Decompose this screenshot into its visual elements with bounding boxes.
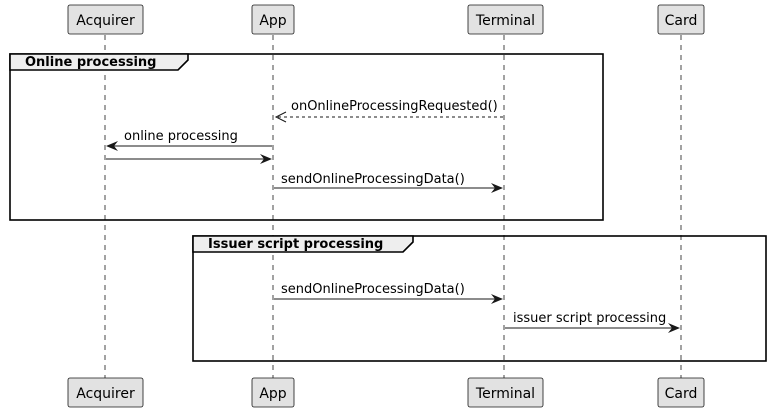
participant-label: Acquirer xyxy=(76,386,135,402)
group-label: Issuer script processing xyxy=(208,237,383,252)
participant-label: App xyxy=(259,386,286,402)
participant-label: Terminal xyxy=(475,13,535,29)
participant-terminal-top: Terminal xyxy=(467,4,544,35)
participant-label: Acquirer xyxy=(76,13,135,29)
participant-app-bottom: App xyxy=(251,377,295,408)
message-label: onOnlineProcessingRequested() xyxy=(291,99,498,114)
participant-label: Card xyxy=(665,13,698,29)
arrowhead xyxy=(491,183,503,193)
message-send-online-processing-data-2: sendOnlineProcessingData() xyxy=(274,282,503,304)
message-online-processing: online processing xyxy=(106,129,272,151)
message-label: issuer script processing xyxy=(513,311,666,326)
participant-card-bottom: Card xyxy=(657,377,705,408)
group-label: Online processing xyxy=(25,55,156,70)
participant-acquirer-top: Acquirer xyxy=(67,4,144,35)
participant-label: Card xyxy=(665,386,698,402)
participant-card-top: Card xyxy=(657,4,705,35)
message-issuer-script-processing: issuer script processing xyxy=(505,311,680,333)
participant-label: Terminal xyxy=(475,386,535,402)
participant-label: App xyxy=(259,13,286,29)
message-label: sendOnlineProcessingData() xyxy=(281,172,465,187)
arrowhead xyxy=(274,111,287,123)
arrowhead xyxy=(668,323,680,333)
participant-app-top: App xyxy=(251,4,295,35)
arrowhead xyxy=(491,294,503,304)
arrowhead xyxy=(260,154,272,164)
group-online-processing: Online processing xyxy=(9,53,604,221)
message-label: sendOnlineProcessingData() xyxy=(281,282,465,297)
group-issuer-script-processing: Issuer script processing xyxy=(192,235,767,362)
participant-acquirer-bottom: Acquirer xyxy=(67,377,144,408)
message-send-online-processing-data-1: sendOnlineProcessingData() xyxy=(274,172,503,193)
message-online-processing-response xyxy=(106,154,272,164)
message-on-online-processing-requested: onOnlineProcessingRequested() xyxy=(274,99,503,123)
message-label: online processing xyxy=(124,129,238,144)
participant-terminal-bottom: Terminal xyxy=(467,377,544,408)
arrowhead xyxy=(106,141,118,151)
